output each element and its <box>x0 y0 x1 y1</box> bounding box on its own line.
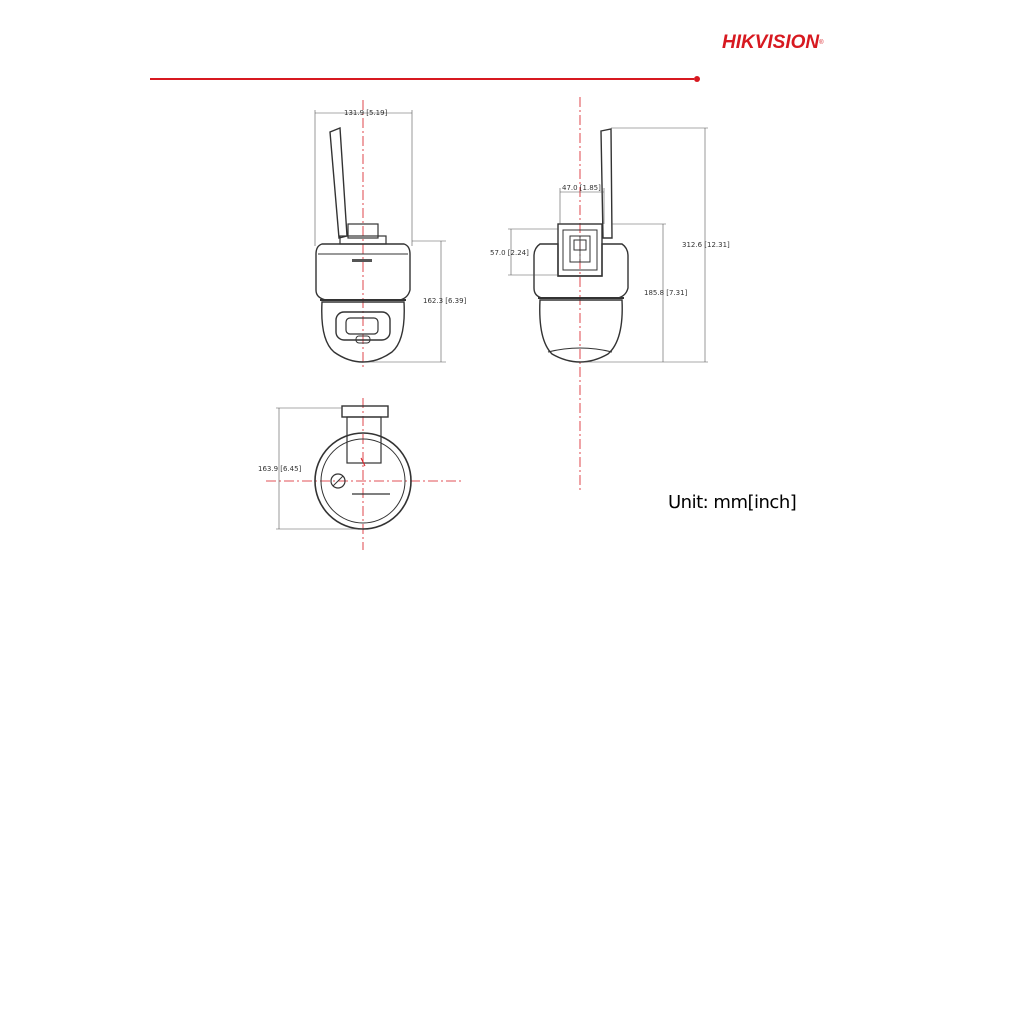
side-dome <box>539 299 623 363</box>
front-lens-window <box>335 311 391 341</box>
side-body-height-label: 185.8 [7.31] <box>644 289 688 297</box>
side-bracket-width-label: 47.0 [1.85] <box>562 184 601 192</box>
logo-text: HIKVISION <box>722 32 820 53</box>
side-view <box>508 97 708 493</box>
front-view <box>314 100 446 370</box>
header-divider <box>150 78 694 80</box>
top-screw <box>330 473 346 489</box>
side-total-height-label: 312.6 [12.31] <box>682 241 730 249</box>
registered-mark: ® <box>819 40 824 46</box>
top-mount-bracket <box>341 405 389 418</box>
front-width-label: 131.9 [5.19] <box>344 109 388 117</box>
hikvision-logo: HIKVISION® <box>722 32 824 54</box>
side-housing <box>533 243 629 299</box>
top-depth-label: 163.9 [6.45] <box>258 465 302 473</box>
side-bracket-height-label: 57.0 [2.24] <box>490 249 529 257</box>
front-height-label: 162.3 [6.39] <box>423 297 467 305</box>
front-antenna <box>329 126 348 239</box>
header-divider-dot <box>694 76 700 82</box>
unit-label: Unit: mm[inch] <box>668 492 797 513</box>
top-view <box>266 398 462 550</box>
side-antenna <box>600 128 613 239</box>
